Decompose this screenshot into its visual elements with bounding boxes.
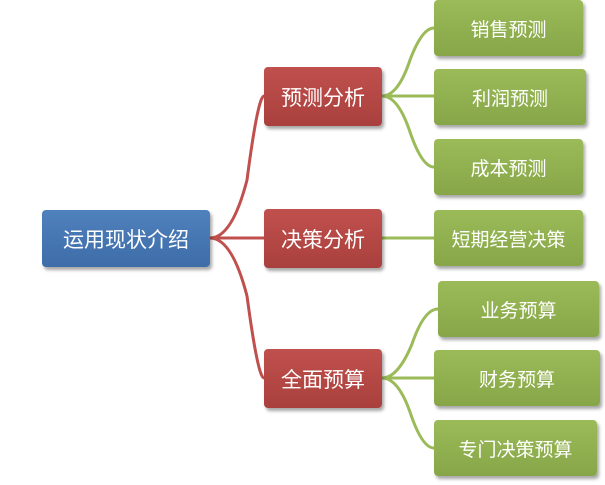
link-root-to-budget [209, 236, 265, 380]
leaf-node-short-term-decision: 短期经营决策 [434, 210, 583, 266]
leaf-node-profit-forecast: 利润预测 [434, 69, 586, 125]
root-node: 运用现状介绍 [42, 210, 210, 267]
leaf-node-financial-budget: 财务预算 [434, 350, 600, 406]
branch-node-label: 全面预算 [281, 367, 365, 392]
branch-node-label: 决策分析 [281, 227, 365, 252]
leaf-node-label: 成本预测 [470, 157, 547, 180]
link-root-to-forecast [209, 94, 265, 240]
link-budget-to-business [381, 307, 439, 380]
link-forecast-to-cost [381, 94, 435, 169]
root-node-label: 运用现状介绍 [63, 227, 189, 252]
link-forecast-to-sales [381, 26, 435, 98]
branch-node-comprehensive-budget: 全面预算 [264, 349, 382, 408]
leaf-node-label: 利润预测 [471, 87, 548, 110]
leaf-node-label: 财务预算 [478, 368, 555, 391]
branch-node-forecast-analysis: 预测分析 [264, 67, 382, 126]
link-budget-to-special [381, 376, 435, 450]
leaf-node-sales-forecast: 销售预测 [434, 0, 583, 56]
leaf-node-label: 业务预算 [480, 299, 557, 322]
leaf-node-business-budget: 业务预算 [438, 281, 599, 337]
leaf-node-label: 销售预测 [470, 18, 547, 41]
leaf-node-label: 短期经营决策 [451, 228, 566, 251]
leaf-node-special-decision-budget: 专门决策预算 [434, 420, 597, 476]
branch-node-label: 预测分析 [281, 85, 365, 110]
branch-node-decision-analysis: 决策分析 [264, 209, 382, 268]
leaf-node-label: 专门决策预算 [458, 438, 573, 461]
leaf-node-cost-forecast: 成本预测 [434, 139, 583, 195]
